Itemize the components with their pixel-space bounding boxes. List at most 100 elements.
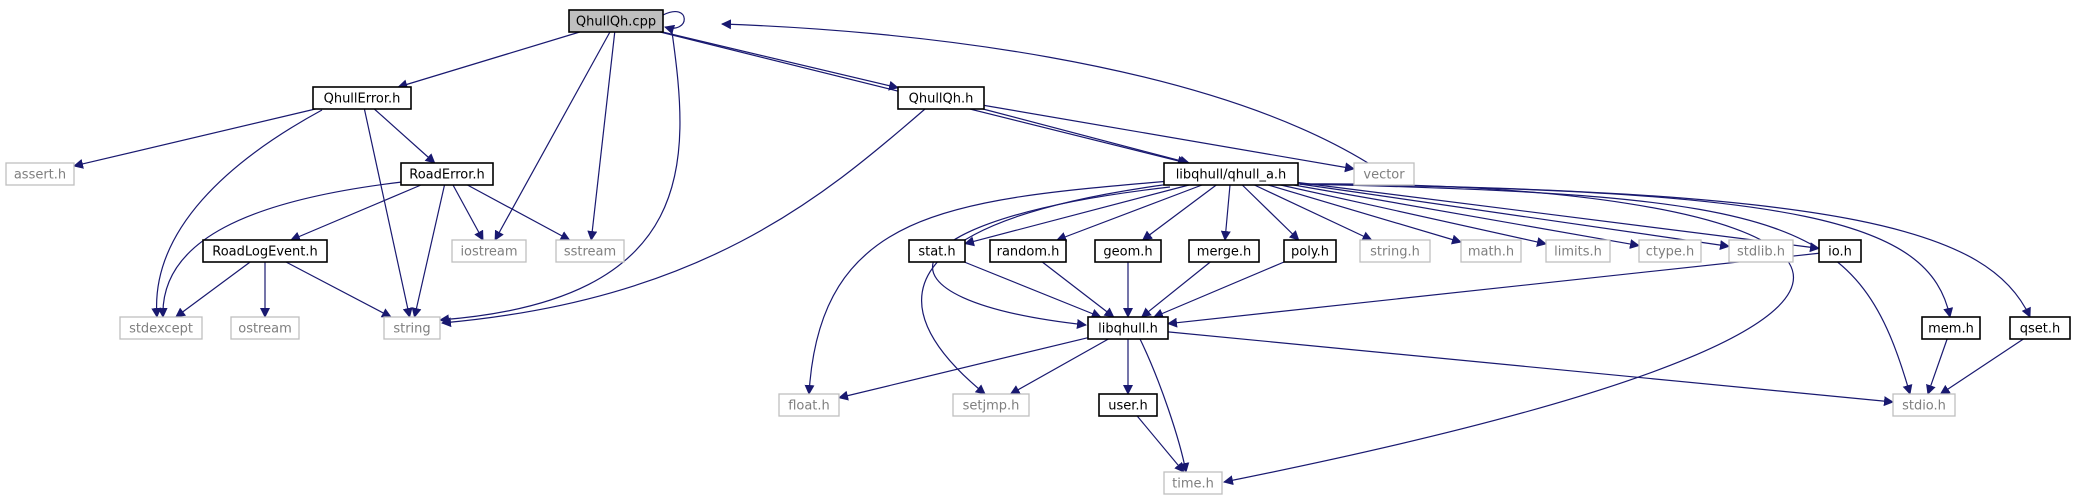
node-label-geom_h: geom.h	[1103, 245, 1152, 260]
node-random_h[interactable]: random.h	[989, 239, 1067, 263]
node-box-setjmp_h	[952, 393, 1030, 417]
edge-libqhull_qhull_a_h-to-qset_h	[1299, 183, 2031, 318]
node-label-float_h: float.h	[788, 399, 830, 414]
node-box-QhullQh_h	[897, 86, 985, 110]
node-libqhull_qhull_a_h[interactable]: libqhull/qhull_a.h	[1163, 162, 1299, 186]
edge-libqhull_qhull_a_h-to-io_h	[1297, 181, 1820, 253]
node-string: string	[383, 316, 441, 340]
node-label-stdio_h: stdio.h	[1902, 399, 1946, 414]
edge-QhullQh_h-to-libqhull_qhull_a_h	[982, 108, 1190, 166]
node-box-stat_h	[908, 239, 966, 263]
edge-RoadError_h-to-string	[411, 184, 446, 318]
node-label-vector: vector	[1363, 168, 1405, 183]
edge-libqhull_qhull_a_h-to-stdio_h	[1299, 183, 1913, 395]
node-box-io_h	[1818, 239, 1862, 263]
edge-libqhull_h-to-float_h	[838, 337, 1089, 401]
node-box-float_h	[778, 393, 840, 417]
node-poly_h[interactable]: poly.h	[1283, 239, 1337, 263]
node-mem_h[interactable]: mem.h	[1921, 316, 1981, 340]
edge-QhullQh_cpp-to-sstream	[587, 31, 616, 241]
edge-libqhull_qhull_a_h-to-random_h	[1056, 184, 1203, 242]
edge-QhullQh_h-to-string	[441, 108, 926, 328]
node-box-vector	[1353, 162, 1415, 186]
edge-libqhull_qhull_a_h-to-poly_h	[1241, 184, 1300, 241]
edge-libqhull_qhull_a_h-to-stat_h	[964, 184, 1190, 247]
node-label-math_h: math.h	[1468, 245, 1514, 260]
node-box-RoadError_h	[400, 162, 494, 186]
node-box-QhullError_h	[312, 86, 412, 110]
node-geom_h[interactable]: geom.h	[1094, 239, 1162, 263]
node-stdexcept: stdexcept	[119, 316, 203, 340]
node-qset_h[interactable]: qset.h	[2009, 316, 2071, 340]
node-label-time_h: time.h	[1172, 477, 1214, 492]
node-label-mem_h: mem.h	[1928, 322, 1974, 337]
node-label-io_h: io.h	[1828, 245, 1852, 260]
edge-RoadError_h-to-RoadLogEvent_h	[290, 184, 422, 242]
edge-RoadError_h-to-iostream	[452, 184, 484, 241]
node-stdio_h: stdio.h	[1892, 393, 1956, 417]
edge-random_h-to-libqhull_h	[1041, 261, 1115, 318]
edge-qset_h-to-stdio_h	[1939, 338, 2024, 395]
node-label-poly_h: poly.h	[1291, 245, 1329, 260]
node-libqhull_h[interactable]: libqhull.h	[1087, 316, 1169, 340]
edge-libqhull_h-to-stdio_h	[1167, 331, 1894, 407]
node-box-libqhull_h	[1087, 316, 1169, 340]
node-math_h: math.h	[1460, 239, 1522, 263]
node-stat_h[interactable]: stat.h	[908, 239, 966, 263]
edge-mem_h-to-stdio_h	[1926, 338, 1948, 395]
node-label-stdexcept: stdexcept	[129, 322, 193, 337]
node-label-stat_h: stat.h	[918, 245, 955, 260]
edge-stat_h-to-libqhull_h	[964, 261, 1102, 319]
node-box-assert_h	[5, 162, 75, 186]
edge-user_h-to-time_h	[1136, 415, 1185, 473]
node-string_h: string.h	[1359, 239, 1431, 263]
node-RoadError_h[interactable]: RoadError.h	[400, 162, 494, 186]
node-box-ostream	[230, 316, 300, 340]
edge-QhullError_h-to-stdexcept	[151, 109, 323, 318]
edge-libqhull_qhull_a_h-to-merge_h	[1220, 184, 1231, 241]
node-label-string_h: string.h	[1370, 245, 1420, 260]
node-box-string	[383, 316, 441, 340]
edge-QhullQh_cpp-to-QhullQh_h	[662, 31, 899, 91]
node-label-libqhull_qhull_a_h: libqhull/qhull_a.h	[1176, 168, 1287, 183]
edge-RoadError_h-to-sstream	[467, 184, 571, 241]
edge-RoadLogEvent_h-to-string	[285, 261, 392, 318]
node-label-user_h: user.h	[1108, 399, 1148, 414]
node-box-qset_h	[2009, 316, 2071, 340]
node-merge_h[interactable]: merge.h	[1188, 239, 1260, 263]
node-box-random_h	[989, 239, 1067, 263]
node-ctype_h: ctype.h	[1638, 239, 1702, 263]
edge-QhullQh_cpp-to-QhullError_h	[397, 31, 580, 90]
node-label-ctype_h: ctype.h	[1646, 245, 1695, 260]
node-QhullQh_h[interactable]: QhullQh.h	[897, 86, 985, 110]
node-io_h[interactable]: io.h	[1818, 239, 1862, 263]
node-QhullQh_cpp[interactable]: QhullQh.cpp	[568, 9, 664, 33]
edge-libqhull_qhull_a_h-to-stdlib_h	[1297, 183, 1730, 251]
edge-layer	[73, 11, 2031, 486]
node-vector: vector	[1353, 162, 1415, 186]
node-box-user_h	[1098, 393, 1158, 417]
node-label-assert_h: assert.h	[14, 168, 66, 183]
edge-QhullQh_cpp-to-iostream	[494, 31, 611, 241]
node-box-limits_h	[1545, 239, 1611, 263]
edge-QhullQh_h-to-vector	[983, 104, 1355, 173]
node-label-ostream: ostream	[238, 322, 292, 337]
node-box-geom_h	[1094, 239, 1162, 263]
node-user_h[interactable]: user.h	[1098, 393, 1158, 417]
edge-libqhull_qhull_a_h-to-geom_h	[1141, 184, 1217, 241]
node-label-RoadError_h: RoadError.h	[409, 168, 485, 183]
edge-QhullQh_cpp-to-string	[439, 31, 681, 325]
edge-QhullError_h-to-assert_h	[73, 108, 316, 169]
node-label-libqhull_h: libqhull.h	[1098, 322, 1158, 337]
edge-merge_h-to-libqhull_h	[1140, 261, 1211, 318]
edge-libqhull_h-to-setjmp_h	[1009, 338, 1109, 395]
edge-libqhull_qhull_a_h-to-setjmp_h	[921, 183, 1171, 395]
node-box-ctype_h	[1638, 239, 1702, 263]
node-RoadLogEvent_h[interactable]: RoadLogEvent.h	[202, 239, 328, 263]
node-label-QhullQh_cpp: QhullQh.cpp	[576, 15, 656, 30]
node-label-sstream: sstream	[564, 245, 616, 260]
node-QhullError_h[interactable]: QhullError.h	[312, 86, 412, 110]
node-box-iostream	[451, 239, 527, 263]
